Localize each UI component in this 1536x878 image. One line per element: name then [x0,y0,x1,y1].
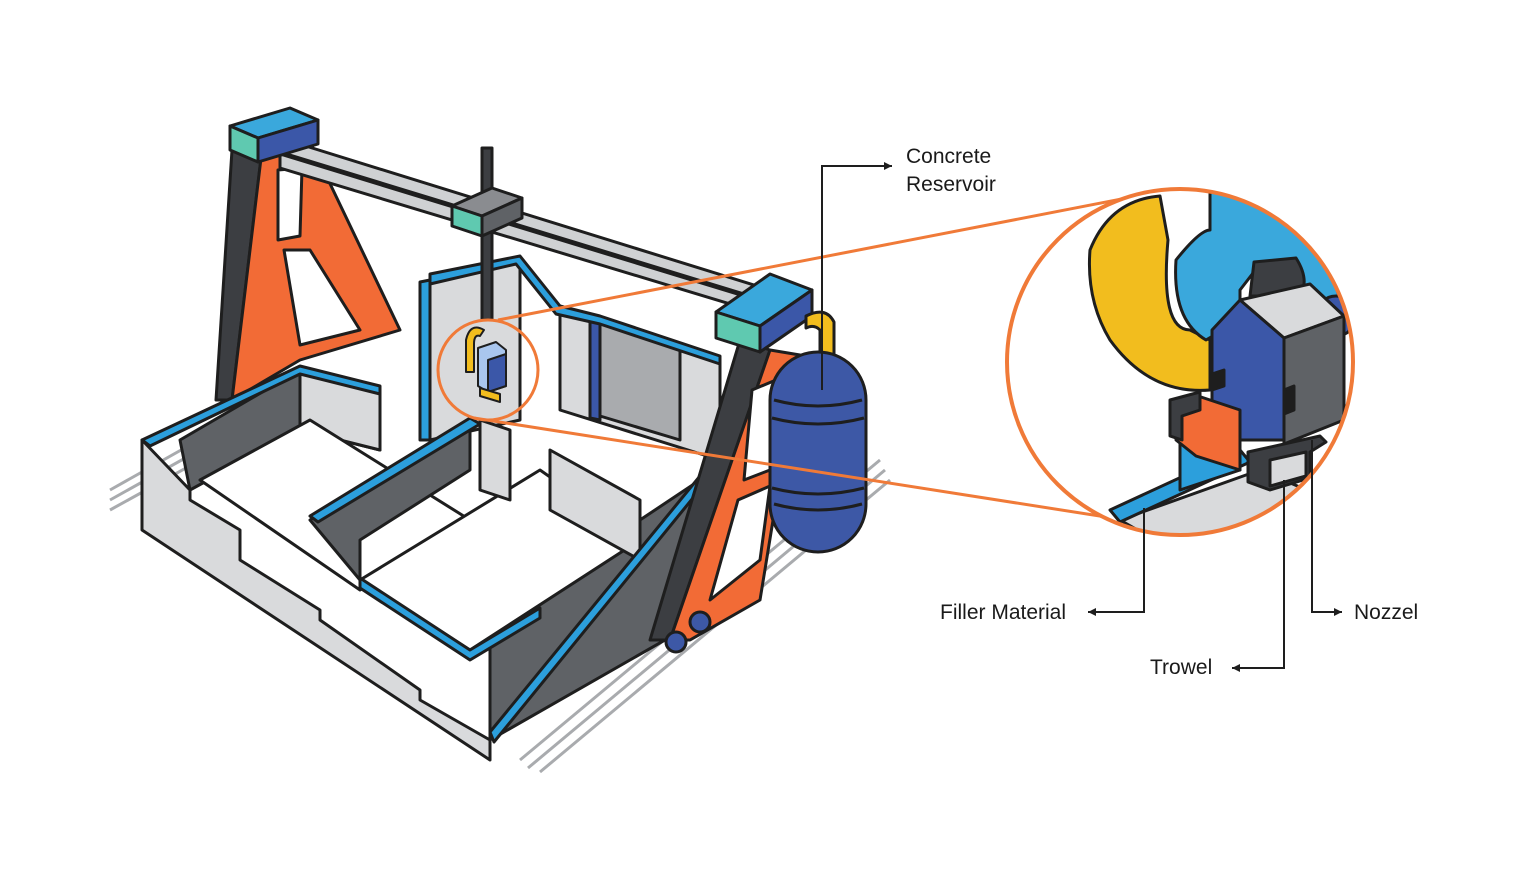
right-top-block [714,272,814,354]
filler-leader [1088,508,1145,616]
print-head-small [465,326,507,403]
zoom-callout [436,188,1169,524]
zoom-circle [1005,187,1355,537]
trowel-leader [1232,480,1285,672]
leader-lines [821,162,1342,672]
label-concrete-reservoir-line1: Concrete [906,145,992,168]
print-carriage [450,146,524,322]
concrete-reservoir [768,310,868,554]
label-trowel: Trowel [1150,656,1213,679]
nozzle-leader [1311,440,1342,616]
zoom-detail [1007,189,1353,535]
right-gantry-tower [648,338,802,654]
label-concrete-reservoir-line2: Reservoir [906,173,996,196]
reservoir-leader [821,162,892,390]
left-top-block [228,106,320,164]
label-filler-material: Filler Material [940,601,1067,624]
left-gantry-tower [214,144,402,402]
label-nozzle: Nozzel [1354,601,1419,624]
